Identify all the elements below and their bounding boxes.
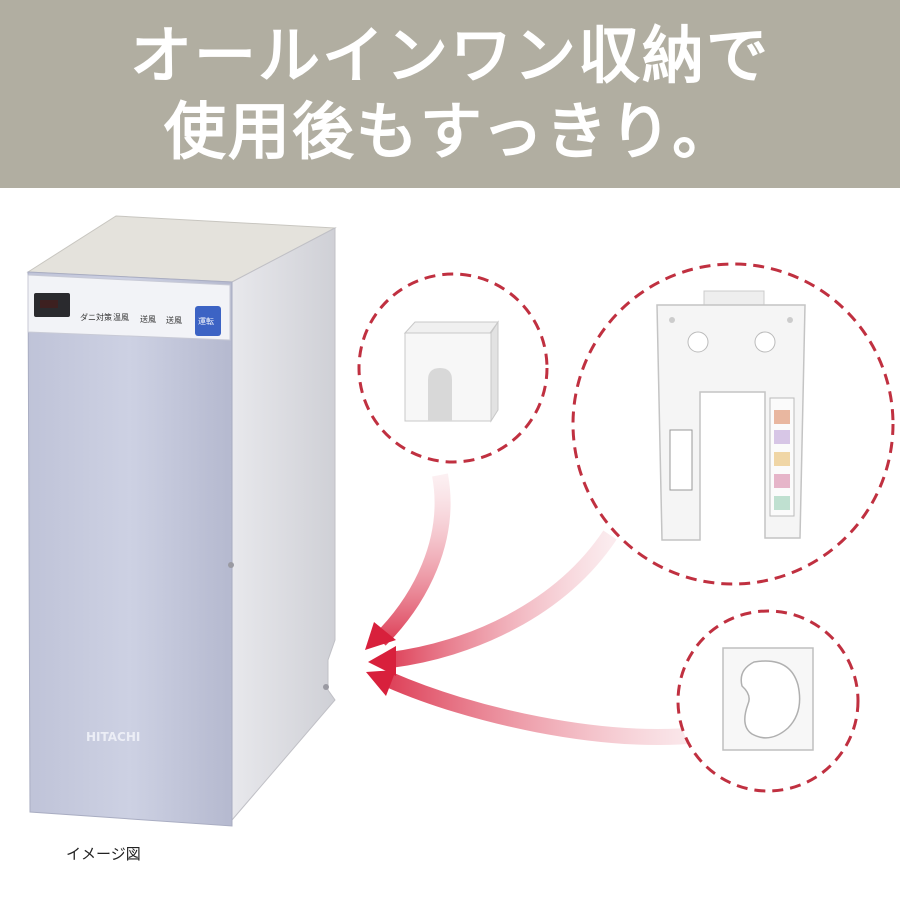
plate-callout bbox=[571, 262, 895, 586]
arrows bbox=[365, 473, 701, 745]
square-adapter-icon bbox=[722, 647, 814, 751]
headline-banner: オールインワン収納で 使用後もすっきり。 bbox=[0, 0, 900, 188]
headline-line-1: オールインワン収納で bbox=[129, 19, 770, 92]
panel-button-label: ダニ対策 bbox=[80, 312, 112, 322]
adapter-callout bbox=[676, 609, 860, 793]
image-caption: イメージ図 bbox=[66, 845, 141, 863]
headline-line-2: 使用後もすっきり。 bbox=[163, 95, 737, 168]
attachment-plate-icon bbox=[656, 290, 806, 541]
panel-button-label: 送風 bbox=[140, 314, 156, 324]
storage-holder-icon bbox=[403, 320, 499, 423]
product-illustration: ダニ対策 温風 送風 送風 運転 HITACHI bbox=[26, 215, 895, 827]
panel-buttons: ダニ対策 温風 送風 送風 運転 bbox=[80, 312, 214, 326]
futon-dryer-unit: ダニ対策 温風 送風 送風 運転 HITACHI bbox=[26, 215, 337, 827]
panel-button-label: 温風 bbox=[113, 313, 129, 322]
panel-button-label: 運転 bbox=[198, 317, 214, 326]
holder-callout bbox=[357, 272, 549, 464]
brand-logo: HITACHI bbox=[86, 730, 140, 744]
panel-button-label: 送風 bbox=[166, 315, 182, 325]
